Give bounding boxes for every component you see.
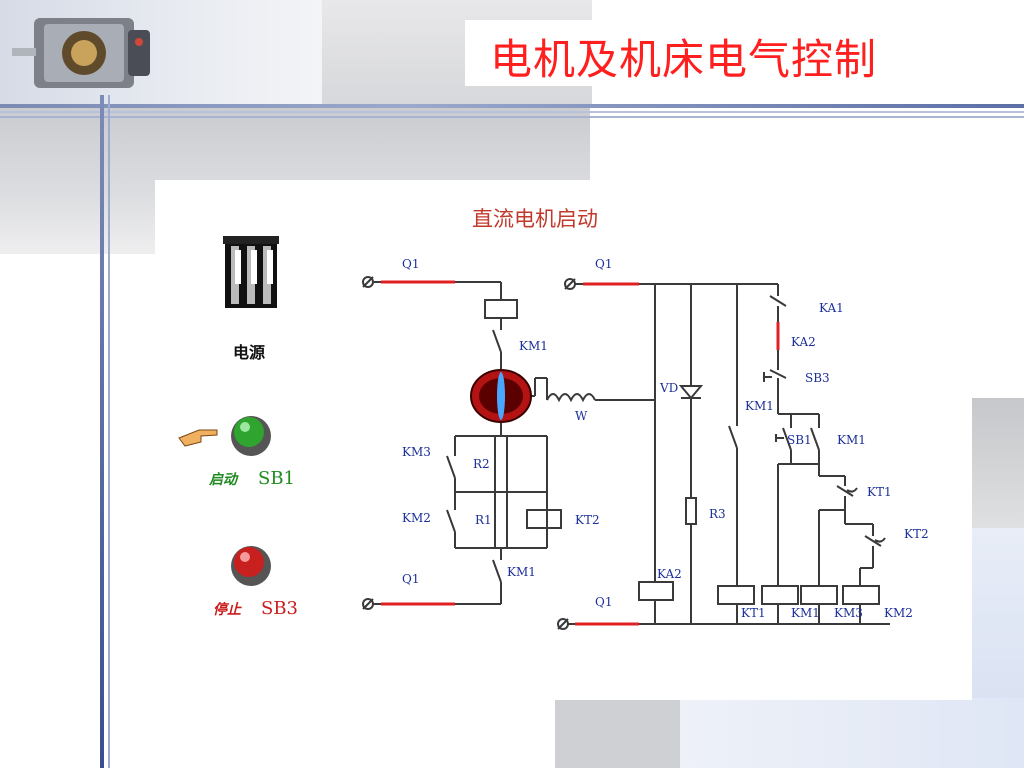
label-ka2: KA2: [791, 335, 816, 349]
label-km3: KM3: [402, 445, 431, 459]
circuit-diagram: 直流电机启动 电源 启动 SB1 停止 SB3: [178, 207, 929, 630]
fuse-marks: [381, 280, 455, 606]
label-q1: Q1: [595, 595, 612, 609]
label-kt2: KT2: [904, 527, 929, 541]
control-circuit-wires: [557, 278, 890, 630]
label-km1-ctl: KM1: [745, 399, 774, 413]
decor-bottom-grey: [555, 698, 680, 768]
label-km1: KM1: [519, 339, 548, 353]
label-q1: Q1: [402, 257, 419, 271]
motor-armature-icon: [470, 369, 532, 423]
label-r3: R3: [709, 507, 726, 521]
start-label-cn: 启动: [208, 471, 239, 488]
label-kt2-coil: KT2: [575, 513, 600, 527]
slide-title: 电机及机床电气控制: [490, 35, 878, 84]
circuit-figure: 直流电机启动 电源 启动 SB1 停止 SB3: [155, 180, 972, 700]
label-q1: Q1: [402, 572, 419, 586]
label-sb3: SB3: [805, 371, 830, 385]
decor-horizontal-line: [0, 104, 1024, 108]
component-labels: Q1 Q1 Q1 Q1 KM1 KM1 KM3 KM2 R2 R1 KT2 W …: [402, 257, 929, 620]
label-km1: KM1: [507, 565, 536, 579]
power-switch-icon[interactable]: [223, 236, 279, 308]
label-coil-km2: KM2: [884, 606, 913, 620]
label-coil-km1: KM1: [791, 606, 820, 620]
label-kt1: KT1: [867, 485, 892, 499]
power-label: 电源: [233, 343, 265, 362]
label-km1-ctl2: KM1: [837, 433, 866, 447]
pointing-hand-icon: [178, 429, 218, 447]
motor-illustration-icon: [12, 18, 150, 88]
stop-button[interactable]: [231, 546, 271, 586]
decor-bottom-blue: [680, 698, 1024, 768]
start-label-code: SB1: [258, 468, 295, 489]
label-r2: R2: [473, 457, 490, 471]
label-coil-kt1: KT1: [741, 606, 766, 620]
decor-horizontal-line: [0, 116, 1024, 118]
decor-right-grey: [968, 398, 1024, 528]
title-band: [465, 20, 925, 86]
label-sb1: SB1: [787, 433, 812, 447]
decor-horizontal-line: [0, 111, 1024, 113]
label-km2: KM2: [402, 511, 431, 525]
label-ka2-coil: KA2: [657, 567, 682, 581]
label-w: W: [575, 409, 588, 423]
diagram-title: 直流电机启动: [472, 207, 598, 231]
decor-vertical-line: [100, 95, 104, 768]
label-r1: R1: [475, 513, 492, 527]
stop-label-cn: 停止: [213, 601, 242, 618]
label-vd: VD: [659, 381, 678, 395]
label-coil-km3: KM3: [834, 606, 863, 620]
label-ka1: KA1: [819, 301, 844, 315]
label-q1: Q1: [595, 257, 612, 271]
main-circuit-wires: [362, 276, 656, 610]
decor-vertical-line: [108, 95, 110, 768]
stop-label-code: SB3: [261, 598, 298, 619]
start-button[interactable]: [231, 416, 271, 456]
